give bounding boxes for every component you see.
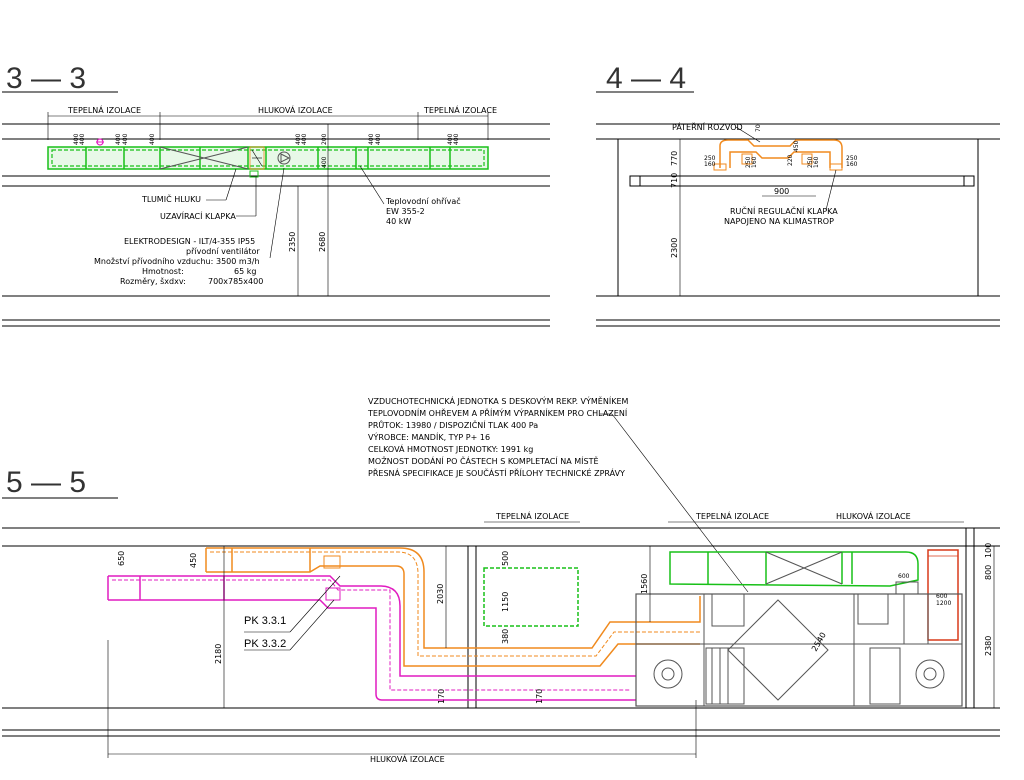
s55-dim-1560: 1560 <box>640 574 649 594</box>
section-4-4: 4 — 4 PÁTEŘNÍ ROZVOD 70 220 450 250 160 … <box>596 62 1000 327</box>
svg-text:EW 355-2: EW 355-2 <box>386 207 425 216</box>
section-5-5: 5 — 5 VZDUCHOTECHNICKÁ JEDNOTKA S DESKOV… <box>2 395 1000 764</box>
s55-dim-2030: 2030 <box>436 584 445 604</box>
svg-text:170: 170 <box>437 689 446 704</box>
svg-text:380: 380 <box>501 629 510 644</box>
s33-elektrodesign: ELEKTRODESIGN - ILT/4-355 IP55 <box>124 237 255 246</box>
svg-text:400: 400 <box>149 133 156 145</box>
svg-text:MOŽNOST DODÁNÍ PO ČÁSTECH S KO: MOŽNOST DODÁNÍ PO ČÁSTECH S KOMPLETACÍ N… <box>368 455 599 466</box>
svg-text:400: 400 <box>122 133 129 145</box>
pk-3-3-2-label: PK 3.3.2 <box>244 638 286 650</box>
svg-text:400: 400 <box>79 133 86 145</box>
s55-hluk-izolace-bottom: HLUKOVÁ IZOLACE <box>370 753 445 764</box>
s33-ohrivac: Teplovodní ohřívač <box>385 196 461 206</box>
svg-text:800: 800 <box>984 565 993 580</box>
pk-3-3-1-label: PK 3.3.1 <box>244 615 286 627</box>
s55-magenta-duct <box>108 575 636 677</box>
svg-text:Množství přívodního vzduchu:: Množství přívodního vzduchu: <box>94 257 213 266</box>
svg-text:PŘESNÁ SPECIFIKACE JE SOUČÁSTÍ: PŘESNÁ SPECIFIKACE JE SOUČÁSTÍ PŘÍLOHY T… <box>368 467 625 478</box>
svg-text:220: 220 <box>787 154 794 166</box>
s33-dim-2350: 2350 <box>288 232 297 252</box>
svg-text:250: 250 <box>745 156 752 168</box>
svg-text:250: 250 <box>846 155 858 162</box>
s44-dim-2300: 2300 <box>670 238 679 258</box>
s55-tep-izolace-1: TEPELNÁ IZOLACE <box>495 510 569 521</box>
svg-text:600: 600 <box>898 573 910 580</box>
s44-pateri: PÁTEŘNÍ ROZVOD <box>672 121 743 132</box>
svg-text:1200: 1200 <box>936 600 951 607</box>
s55-hluk-izolace-top: HLUKOVÁ IZOLACE <box>836 510 911 521</box>
svg-text:160: 160 <box>704 161 716 168</box>
svg-text:160: 160 <box>846 161 858 168</box>
section-3-3: 3 — 3 TEPELNÁ IZOLACE HLUKOVÁ IZOLACE TE… <box>2 62 550 327</box>
s55-insulated-duct <box>483 567 579 627</box>
svg-text:1150: 1150 <box>501 592 510 612</box>
s33-tep-izolace-1: TEPELNÁ IZOLACE <box>67 104 141 115</box>
svg-text:400: 400 <box>368 133 375 145</box>
svg-text:200: 200 <box>321 133 328 145</box>
section-4-4-title: 4 — 4 <box>606 62 686 95</box>
svg-text:700x785x400: 700x785x400 <box>208 277 263 286</box>
s33-uzaviraci-klapka: UZAVÍRACÍ KLAPKA <box>160 210 236 221</box>
svg-text:500: 500 <box>501 551 510 566</box>
fan-icon <box>653 659 683 689</box>
svg-text:65 kg: 65 kg <box>234 267 256 276</box>
svg-text:900: 900 <box>774 187 789 196</box>
svg-text:170: 170 <box>535 689 544 704</box>
s55-green-duct <box>669 551 919 587</box>
s44-regul-klapka: RUČNÍ REGULAČNÍ KLAPKA <box>730 205 838 216</box>
svg-text:přívodní ventilátor: přívodní ventilátor <box>186 247 260 256</box>
svg-text:70: 70 <box>755 124 762 132</box>
section-3-3-title: 3 — 3 <box>6 62 86 95</box>
svg-text:400: 400 <box>321 156 328 168</box>
s55-orange-duct <box>206 547 701 649</box>
s55-tep-izolace-2: TEPELNÁ IZOLACE <box>695 510 769 521</box>
svg-text:650: 650 <box>117 551 126 566</box>
svg-text:600: 600 <box>936 593 948 600</box>
svg-text:250: 250 <box>704 155 716 162</box>
s44-duct <box>719 139 843 168</box>
s55-ahu-unit <box>635 593 963 707</box>
section-5-5-title: 5 — 5 <box>6 466 86 499</box>
svg-text:400: 400 <box>453 133 460 145</box>
svg-text:160: 160 <box>813 156 820 168</box>
s33-hluk-izolace: HLUKOVÁ IZOLACE <box>258 104 333 115</box>
svg-text:40 kW: 40 kW <box>386 217 411 226</box>
s33-dim-2680: 2680 <box>318 232 327 252</box>
svg-text:PRŮTOK: 13980 / DISPOZIČNÍ TLA: PRŮTOK: 13980 / DISPOZIČNÍ TLAK 400 Pa <box>368 419 538 430</box>
svg-text:400: 400 <box>295 133 302 145</box>
fan-icon <box>915 659 945 689</box>
svg-text:Hmotnost:: Hmotnost: <box>142 267 184 276</box>
s33-tlumic: TLUMIČ HLUKU <box>141 193 201 204</box>
svg-text:VÝROBCE: MANDÍK, TYP P+ 16: VÝROBCE: MANDÍK, TYP P+ 16 <box>368 431 490 442</box>
svg-text:Rozměry, šxdxv:: Rozměry, šxdxv: <box>120 276 186 286</box>
svg-text:NAPOJENO NA KLIMASTROP: NAPOJENO NA KLIMASTROP <box>724 217 834 226</box>
svg-text:450: 450 <box>189 553 198 568</box>
svg-text:400: 400 <box>73 133 80 145</box>
s55-dim-2380: 2380 <box>984 636 993 656</box>
svg-text:CELKOVÁ HMOTNOST JEDNOTKY: 199: CELKOVÁ HMOTNOST JEDNOTKY: 1991 kg <box>368 443 533 454</box>
svg-text:450: 450 <box>793 140 800 152</box>
svg-text:400: 400 <box>115 133 122 145</box>
unit-note-line-1: VZDUCHOTECHNICKÁ JEDNOTKA S DESKOVÝM REK… <box>368 395 628 406</box>
svg-text:250: 250 <box>807 156 814 168</box>
s55-dim-2180: 2180 <box>214 644 223 664</box>
s33-duct <box>47 146 489 170</box>
s33-tep-izolace-2: TEPELNÁ IZOLACE <box>423 104 497 115</box>
svg-text:TEPLOVODNÍM OHŘEVEM A PŘÍMÝM V: TEPLOVODNÍM OHŘEVEM A PŘÍMÝM VÝPARNÍKEM … <box>367 407 628 418</box>
svg-text:3500 m3/h: 3500 m3/h <box>216 257 260 266</box>
svg-text:100: 100 <box>984 543 993 558</box>
svg-text:710: 710 <box>670 173 679 188</box>
svg-text:770: 770 <box>670 151 679 166</box>
svg-text:400: 400 <box>375 133 382 145</box>
svg-text:400: 400 <box>301 133 308 145</box>
svg-text:160: 160 <box>751 156 758 168</box>
svg-text:400: 400 <box>447 133 454 145</box>
